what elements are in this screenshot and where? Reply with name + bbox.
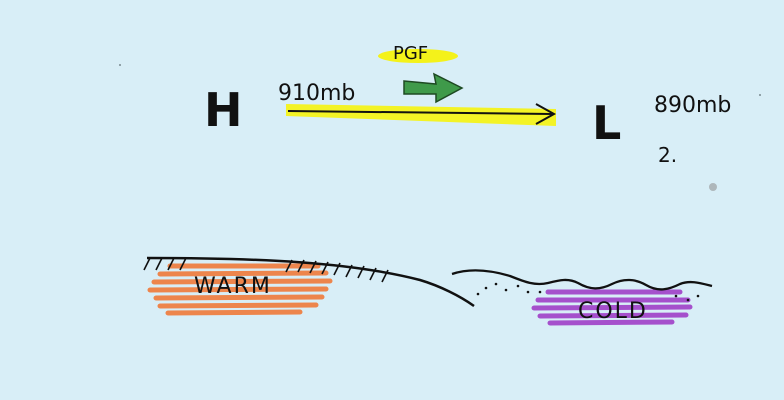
cold-region: COLD [451,269,713,326]
arrow-highlight [286,104,556,126]
pgf-label: PGF [393,43,428,64]
pgf-highlight [378,49,458,63]
cold-ground-line [451,269,713,291]
paper-speck [759,94,761,96]
high-pressure-value: 910mb [278,81,355,106]
low-pressure-value: 890mb [654,93,731,118]
pgf-label-group: PGF [378,43,458,64]
paper-speck [119,64,121,66]
gradient-arrow [286,103,557,126]
pgf-arrow-shape [403,72,464,104]
warm-region: WARM [143,256,475,316]
pgf-arrow-icon [403,72,464,104]
high-pressure-symbol: H [204,83,243,137]
figure-number: 2. [658,143,677,167]
paper-speck [709,183,717,191]
warm-label: WARM [194,274,272,299]
arrow-head [535,103,557,125]
cold-label: COLD [578,299,648,324]
high-symbol-label: H [204,83,243,137]
low-symbol-label: L [592,96,621,150]
arrow-shaft [287,110,553,115]
